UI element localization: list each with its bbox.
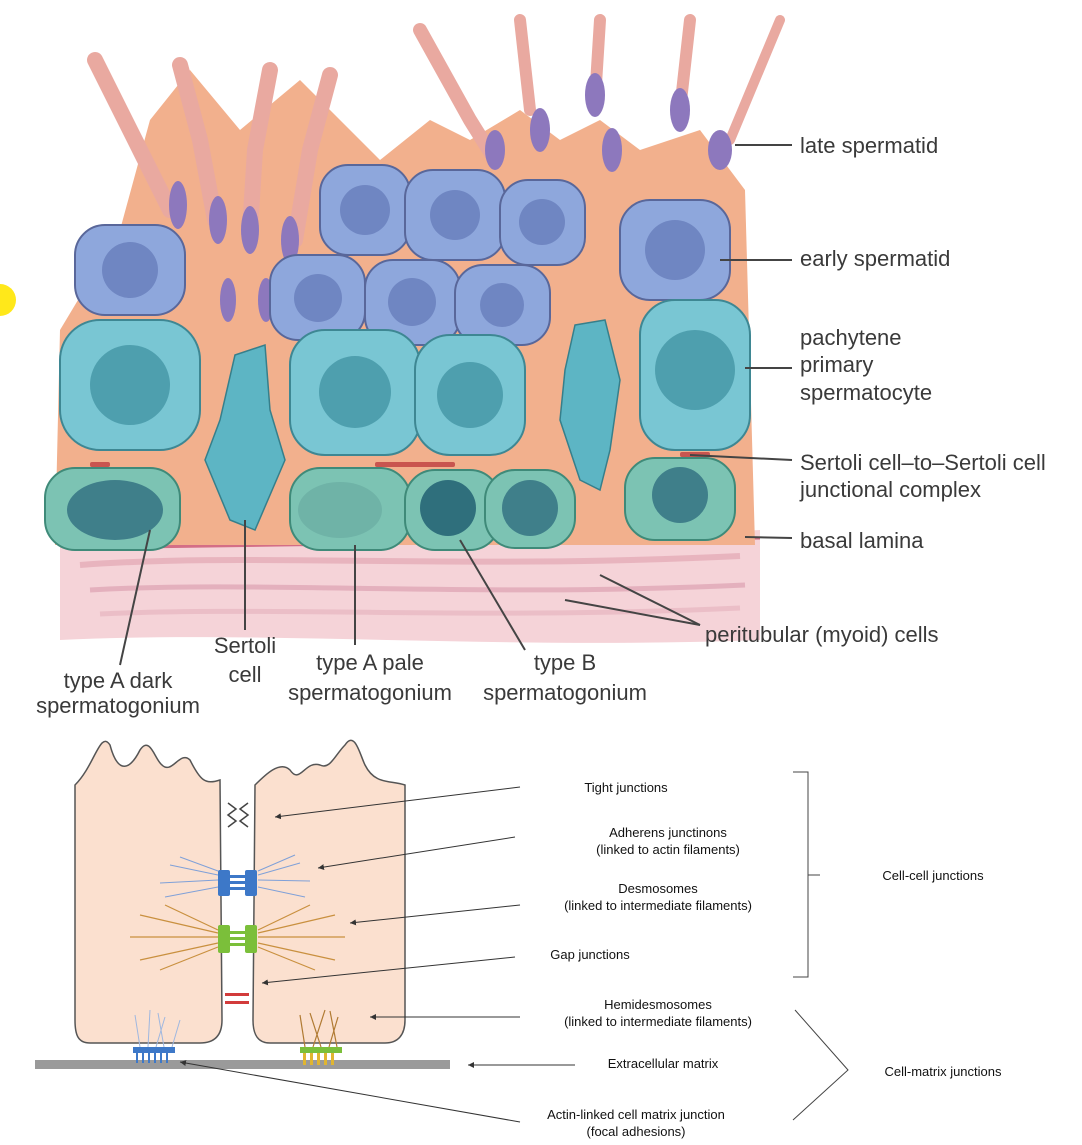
label-sertoli-line1: Sertoli [214, 633, 276, 658]
tight-junction [228, 803, 248, 827]
label-type-b-line2: spermatogonium [483, 680, 647, 705]
seminiferous-epithelium-diagram: late spermatid early spermatid pachytene… [0, 0, 1082, 725]
label-focal-line1: Actin-linked cell matrix junction [547, 1107, 725, 1122]
label-type-a-pale-line1: type A pale [316, 650, 424, 675]
label-type-a-dark-line1: type A dark [64, 668, 174, 693]
gap-junction [225, 993, 249, 1004]
label-basal-lamina: basal lamina [800, 528, 924, 553]
label-pachytene-line2: primary [800, 352, 873, 377]
label-hemidesmosomes-line2: (linked to intermediate filaments) [564, 1014, 752, 1029]
label-sertoli-junction-line1: Sertoli cell–to–Sertoli cell [800, 450, 1046, 475]
label-tight-junctions: Tight junctions [584, 780, 668, 795]
label-type-a-pale-line2: spermatogonium [288, 680, 452, 705]
label-gap-junctions: Gap junctions [550, 947, 630, 962]
label-hemidesmosomes-line1: Hemidesmosomes [604, 997, 712, 1012]
label-late-spermatid: late spermatid [800, 133, 938, 158]
label-peritubular: peritubular (myoid) cells [705, 622, 939, 647]
cell-cell-bracket [793, 772, 820, 977]
label-sertoli-junction-line2: junctional complex [799, 477, 981, 502]
label-desmosomes-line2: (linked to intermediate filaments) [564, 898, 752, 913]
cell-junctions-diagram: Tight junctions Adherens junctinons (lin… [0, 725, 1082, 1140]
label-early-spermatid: early spermatid [800, 246, 950, 271]
yellow-marker [0, 284, 16, 316]
label-type-a-dark-line2: spermatogonium [36, 693, 200, 718]
epithelium-illustration: late spermatid early spermatid pachytene… [0, 0, 1082, 725]
label-extracellular-matrix: Extracellular matrix [608, 1056, 719, 1071]
label-adherens-line2: (linked to actin filaments) [596, 842, 740, 857]
label-pachytene-line1: pachytene [800, 325, 902, 350]
label-cell-cell-junctions: Cell-cell junctions [882, 868, 984, 883]
right-cell [253, 740, 405, 1043]
left-cell [75, 741, 222, 1043]
label-desmosomes-line1: Desmosomes [618, 881, 698, 896]
extracellular-matrix-bar [35, 1060, 450, 1069]
label-pachytene-line3: spermatocyte [800, 380, 932, 405]
cell-matrix-bracket [793, 1010, 848, 1120]
label-focal-line2: (focal adhesions) [587, 1124, 686, 1139]
label-type-b-line1: type B [534, 650, 596, 675]
desmosome-junction [218, 925, 257, 953]
adherens-junction [218, 870, 257, 896]
junctions-schematic: Tight junctions Adherens junctinons (lin… [0, 725, 1082, 1140]
label-adherens-line1: Adherens junctinons [609, 825, 727, 840]
label-sertoli-line2: cell [228, 662, 261, 687]
label-cell-matrix-junctions: Cell-matrix junctions [884, 1064, 1002, 1079]
